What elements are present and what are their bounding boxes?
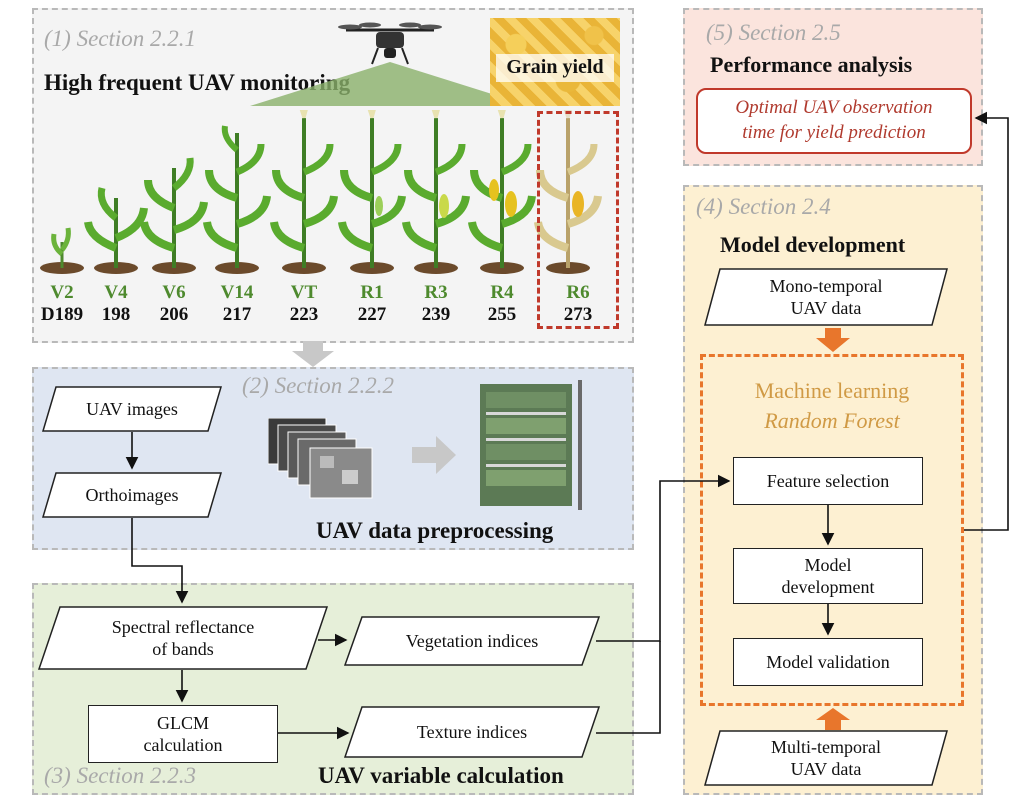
stage-label-5: R1 bbox=[360, 282, 384, 303]
drone-icon bbox=[338, 22, 442, 65]
section4-title: Model development bbox=[720, 232, 906, 257]
section3-label: (3) Section 2.2.3 bbox=[44, 763, 197, 788]
model-validation-text: Model validation bbox=[766, 651, 890, 672]
day-label-8: 273 bbox=[563, 304, 593, 325]
down-arrow-orange bbox=[816, 328, 850, 352]
stage-label-4: VT bbox=[290, 282, 318, 303]
ml-title: Machine learning bbox=[754, 378, 910, 403]
day-label-4: 223 bbox=[289, 304, 319, 325]
plant-r1 bbox=[338, 110, 406, 274]
plant-v4 bbox=[84, 187, 148, 274]
multi-text-l1: Multi-temporal bbox=[771, 736, 881, 757]
section5-title: Performance analysis bbox=[710, 52, 913, 77]
ml-subtitle: Random Forest bbox=[764, 408, 900, 433]
plant-r4 bbox=[468, 110, 536, 274]
multi-text-l2: UAV data bbox=[790, 759, 862, 779]
section2-label: (2) Section 2.2.2 bbox=[242, 373, 395, 398]
day-label-5: 227 bbox=[357, 304, 387, 325]
grain-label-bg bbox=[496, 54, 614, 82]
section1-label: (1) Section 2.2.1 bbox=[44, 26, 197, 51]
r6-highlight bbox=[537, 111, 619, 329]
uav-images-text: UAV images bbox=[86, 398, 178, 419]
optimal-text-l2: time for yield prediction bbox=[742, 122, 926, 143]
section3-title: UAV variable calculation bbox=[318, 763, 564, 788]
stage-label-2: V6 bbox=[162, 282, 186, 303]
day-label-2: 206 bbox=[159, 304, 189, 325]
model-dev-text-l2: development bbox=[781, 577, 875, 597]
stage-label-1: V4 bbox=[104, 282, 128, 303]
down-arrow-grey bbox=[292, 341, 334, 367]
spectral-text-l2: of bands bbox=[152, 639, 214, 659]
texture-indices-box: Texture indices bbox=[344, 706, 600, 758]
uav-beam bbox=[250, 62, 530, 106]
day-label-7: 255 bbox=[487, 304, 517, 325]
vegetation-indices-text: Vegetation indices bbox=[405, 630, 539, 651]
section5-label: (5) Section 2.5 bbox=[706, 20, 841, 45]
model-validation-box: Model validation bbox=[733, 638, 923, 686]
model-dev-text-l1: Model bbox=[804, 554, 852, 575]
day-label-1: 198 bbox=[101, 304, 131, 325]
optimal-time-box: Optimal UAV observation time for yield pr… bbox=[696, 88, 972, 154]
image-stack-illustration bbox=[268, 418, 373, 499]
stage-label-8: R6 bbox=[566, 282, 590, 303]
optimal-text-l1: Optimal UAV observation bbox=[735, 97, 933, 119]
stage-label-6: R3 bbox=[424, 282, 448, 303]
vegetation-indices-box: Vegetation indices bbox=[344, 616, 600, 666]
stage-label-3: V14 bbox=[220, 282, 254, 303]
stage-label-7: R4 bbox=[490, 282, 514, 303]
section4-label: (4) Section 2.4 bbox=[696, 194, 831, 219]
section2-title: UAV data preprocessing bbox=[316, 518, 554, 543]
orthomosaic-illustration bbox=[480, 380, 582, 510]
orthoimages-text: Orthoimages bbox=[85, 484, 179, 505]
right-arrow-grey bbox=[412, 436, 456, 474]
plant-v14 bbox=[203, 125, 271, 274]
glcm-text-l1: GLCM bbox=[156, 712, 209, 733]
day-label-6: 239 bbox=[421, 304, 451, 325]
grain-label: Grain yield bbox=[506, 56, 604, 78]
day-label-3: 217 bbox=[222, 304, 252, 325]
plant-r3 bbox=[402, 110, 470, 274]
stage-label-0: V2 bbox=[50, 282, 74, 303]
feature-selection-box: Feature selection bbox=[733, 457, 923, 505]
day-label-0: D189 bbox=[40, 304, 84, 325]
mono-text-l1: Mono-temporal bbox=[769, 275, 883, 296]
uav-images-box: UAV images bbox=[42, 386, 222, 432]
plant-v2 bbox=[40, 227, 84, 274]
plant-vt bbox=[270, 110, 338, 274]
corn-plants-illustration bbox=[40, 110, 602, 274]
up-arrow-orange bbox=[816, 708, 850, 730]
orthoimages-box: Orthoimages bbox=[42, 472, 222, 518]
spectral-text-l1: Spectral reflectance bbox=[111, 616, 255, 637]
glcm-text-l2: calculation bbox=[143, 735, 223, 755]
plant-v6 bbox=[140, 157, 208, 274]
texture-indices-text: Texture indices bbox=[416, 721, 528, 742]
feature-selection-text: Feature selection bbox=[766, 470, 890, 491]
mono-text-l2: UAV data bbox=[790, 298, 862, 318]
